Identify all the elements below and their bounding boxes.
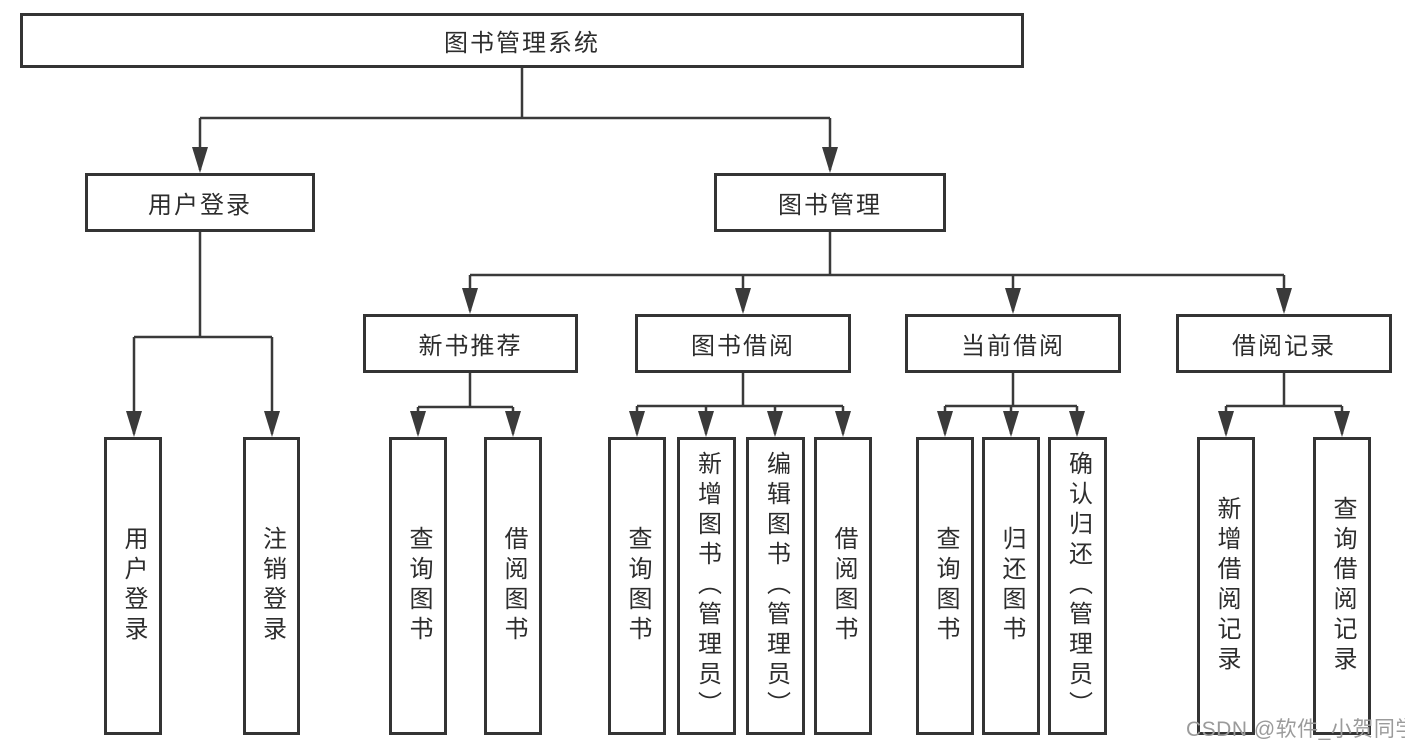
leaf-borrow-books: 借阅图书 [814, 437, 872, 735]
node-label: 新书推荐 [418, 333, 523, 360]
arrowheads [126, 147, 1350, 437]
node-label: 当前借阅 [961, 333, 1065, 360]
node-label: 归还图书 [998, 526, 1025, 646]
leaf-query-borrow-record: 查询借阅记录 [1313, 437, 1371, 735]
leaf-return-book: 归还图书 [982, 437, 1040, 735]
node-label: 借阅图书 [830, 526, 857, 646]
node-label: 编辑图书（管理员） [762, 451, 790, 721]
node-label: 新增借阅记录 [1213, 496, 1240, 676]
node-label: 图书借阅 [691, 333, 795, 360]
leaf-add-borrow-record: 新增借阅记录 [1197, 437, 1255, 735]
node-label: 图书管理 [778, 192, 882, 219]
leaf-add-book-admin: 新增图书（管理员） [677, 437, 736, 735]
node-label: 借阅记录 [1232, 333, 1336, 360]
node-label: 用户登录 [148, 192, 252, 219]
node-book-borrow: 图书借阅 [635, 314, 851, 373]
node-label: 确认归还（管理员） [1064, 451, 1092, 721]
node-new-book-recommend: 新书推荐 [363, 314, 578, 373]
leaf-user-login: 用户登录 [104, 437, 162, 735]
node-label: 新增图书（管理员） [693, 451, 721, 721]
node-label: 借阅图书 [500, 526, 527, 646]
node-label: 图书管理系统 [444, 30, 600, 57]
leaf-edit-book-admin: 编辑图书（管理员） [746, 437, 805, 735]
leaf-borrow-books-recommend: 借阅图书 [484, 437, 542, 735]
node-label: 查询图书 [932, 526, 959, 646]
node-label: 注销登录 [258, 526, 286, 646]
leaf-query-books-recommend: 查询图书 [389, 437, 447, 735]
leaf-logout: 注销登录 [243, 437, 300, 735]
node-current-borrow: 当前借阅 [905, 314, 1121, 373]
leaf-confirm-return-admin: 确认归还（管理员） [1048, 437, 1107, 735]
node-user-login-branch: 用户登录 [85, 173, 315, 232]
leaf-query-books-current: 查询图书 [916, 437, 974, 735]
csdn-watermark: CSDN @软件_小贺同学 [1186, 718, 1405, 741]
node-label: 查询图书 [624, 526, 651, 646]
node-library-management-system: 图书管理系统 [20, 13, 1024, 68]
node-label: 查询图书 [405, 526, 432, 646]
node-borrow-records: 借阅记录 [1176, 314, 1392, 373]
node-label: 查询借阅记录 [1329, 496, 1356, 676]
node-book-management-branch: 图书管理 [714, 173, 946, 232]
node-label: 用户登录 [120, 526, 147, 646]
leaf-query-books-borrow: 查询图书 [608, 437, 666, 735]
